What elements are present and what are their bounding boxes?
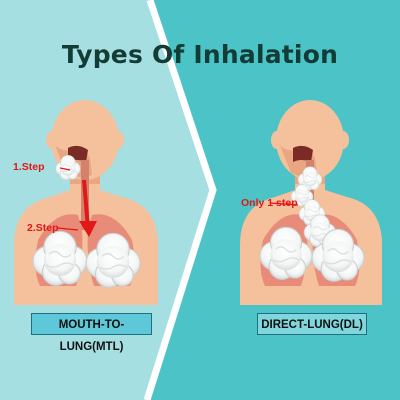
page-title: Types Of Inhalation (61, 40, 339, 69)
dl-label: DIRECT-LUNG(DL) (257, 313, 367, 335)
step-two-label: 2.Step (27, 222, 59, 234)
mtl-label: MOUTH-TO-LUNG(MTL) (31, 313, 152, 353)
step-one-label: 1.Step (13, 161, 45, 173)
only-one-step-label: Only 1 step (241, 197, 298, 209)
arrow-down-icon (57, 167, 97, 237)
step-pointer-line (269, 202, 299, 206)
chevron-divider (143, 0, 217, 400)
